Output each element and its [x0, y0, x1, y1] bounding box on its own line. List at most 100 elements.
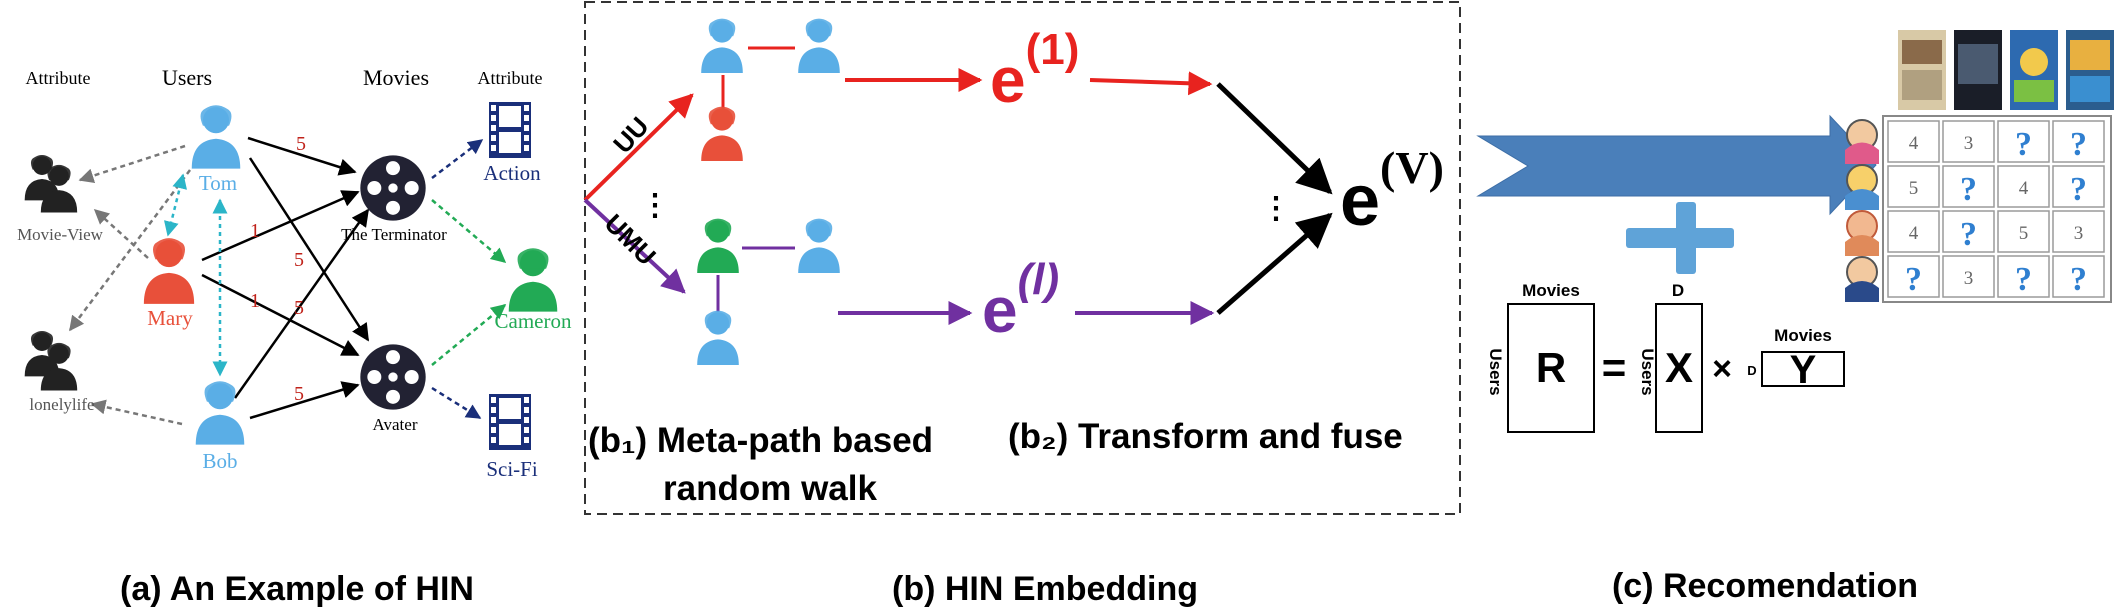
r-movies-label: Movies	[1522, 281, 1580, 300]
user-node-tom: Tom	[191, 105, 241, 195]
embedding-dashed-frame	[584, 1, 1461, 515]
movie-posters	[1898, 30, 2114, 110]
fuse-arrow-bottom	[1216, 212, 1333, 315]
vertical-ellipsis: ⋮	[640, 189, 670, 222]
edge-bob-lonelylife	[90, 399, 183, 426]
rating-cell	[1942, 120, 1995, 163]
panel-b-hin-embedding: UU UMU ⋮ e(1) e(l) ⋮ e(V) (b₁	[583, 1, 1461, 608]
x-users-label: Users	[1638, 348, 1657, 395]
unknown-rating: ?	[1960, 171, 1977, 208]
known-rating: 4	[2019, 178, 2029, 199]
plus-icon	[1626, 202, 1734, 274]
edge-terminator-cameron	[431, 199, 507, 263]
rating-cell	[1887, 165, 1940, 208]
rating-cell	[1997, 165, 2050, 208]
unknown-rating: ?	[2015, 261, 2032, 298]
big-arrow	[1476, 114, 1877, 216]
embedding-e1: e(1)	[990, 25, 1079, 116]
b1-label-line2: random walk	[663, 469, 877, 508]
unknown-rating: ?	[2070, 171, 2087, 208]
x-d-label: D	[1672, 281, 1684, 300]
users-header: Users	[162, 65, 212, 90]
genre-label: Cameron	[495, 309, 572, 333]
matrix-y: Y	[1790, 348, 1817, 392]
rating-labels: 5 1 5 1 5 5	[250, 133, 306, 405]
user-icon	[195, 381, 245, 445]
known-rating: 3	[1964, 133, 1974, 154]
matrix-x: X	[1665, 344, 1693, 391]
matrix-x-box	[1655, 303, 1703, 433]
known-rating: 4	[1909, 133, 1919, 154]
rating-label: 5	[296, 133, 306, 155]
edge-avater-scifi	[431, 386, 482, 420]
b1-label: (b₁) Meta-path based	[588, 421, 933, 460]
group-label: lonelylife	[29, 395, 94, 414]
walk-user-icon	[701, 18, 743, 74]
rating-cell	[1997, 120, 2050, 163]
director-icon	[508, 248, 558, 312]
rating-cell	[1942, 210, 1995, 253]
edge-mary-terminator	[201, 190, 360, 262]
equals-sign: =	[1602, 344, 1627, 391]
walk-user-icon	[798, 18, 840, 74]
rating-cell	[1887, 255, 1940, 298]
branch-uu	[583, 93, 694, 202]
rating-cell	[2052, 210, 2105, 253]
y-d-label: D	[1747, 363, 1756, 378]
edge-tom-lonelylife	[69, 169, 191, 332]
fuse-arrow-top	[1216, 82, 1333, 195]
film-strip-icon	[489, 102, 531, 158]
edge-tom-avater	[248, 157, 370, 342]
rating-label: 5	[294, 249, 304, 271]
rating-cell	[1942, 255, 1995, 298]
unknown-rating: ?	[2070, 126, 2087, 163]
embedding-el: e(l)	[982, 255, 1059, 346]
rating-label: 5	[294, 297, 304, 319]
unknown-rating: ?	[1905, 261, 1922, 298]
embedding-ev: e(V)	[1340, 142, 1444, 241]
film-strip-icon	[489, 394, 531, 450]
user-avatars	[1845, 119, 1879, 302]
group-node-lonelylife: lonelylife	[24, 331, 95, 414]
caption-c: (c) Recomendation	[1612, 567, 1918, 605]
unknown-rating: ?	[2070, 261, 2087, 298]
attribute-header-left: Attribute	[26, 68, 91, 88]
known-rating: 3	[2074, 223, 2084, 244]
group-label: Movie-View	[17, 225, 104, 244]
b2-label: (b₂) Transform and fuse	[1008, 417, 1403, 456]
matrix-r-box	[1507, 303, 1595, 433]
film-reel-icon	[360, 155, 426, 221]
edge-tom-terminator	[247, 136, 357, 176]
attribute-header-right: Attribute	[478, 68, 543, 88]
arrow-e1-out	[1089, 71, 1213, 96]
branch-umu	[583, 198, 686, 294]
rating-cell	[2052, 255, 2105, 298]
movie-node-avater: Avater	[360, 344, 426, 434]
known-rating: 5	[2019, 223, 2029, 244]
rating-cell	[2052, 120, 2105, 163]
genre-label: Sci-Fi	[486, 457, 538, 481]
r-users-label: Users	[1486, 348, 1505, 395]
times-sign: ×	[1712, 350, 1732, 388]
user-label: Mary	[147, 306, 193, 330]
unknown-rating: ?	[2015, 126, 2032, 163]
rating-cell	[1942, 165, 1995, 208]
user-label: Tom	[199, 171, 237, 195]
matrix-y-box	[1761, 351, 1845, 387]
genre-node-action: Action	[483, 102, 541, 185]
hin-edges	[69, 136, 507, 426]
known-rating: 3	[1964, 268, 1974, 289]
matrix-r: R	[1536, 344, 1566, 391]
edge-tom-mary	[163, 173, 188, 237]
user-label: Bob	[202, 449, 237, 473]
rating-cell	[2052, 165, 2105, 208]
walk-user-icon	[798, 218, 840, 273]
edge-mary-avater	[201, 273, 360, 357]
vertical-ellipsis: ⋮	[1261, 192, 1291, 225]
movies-header: Movies	[363, 65, 429, 90]
rating-cell	[1997, 210, 2050, 253]
movie-label: The Terminator	[341, 225, 447, 244]
genre-node-scifi: Sci-Fi	[486, 394, 538, 481]
